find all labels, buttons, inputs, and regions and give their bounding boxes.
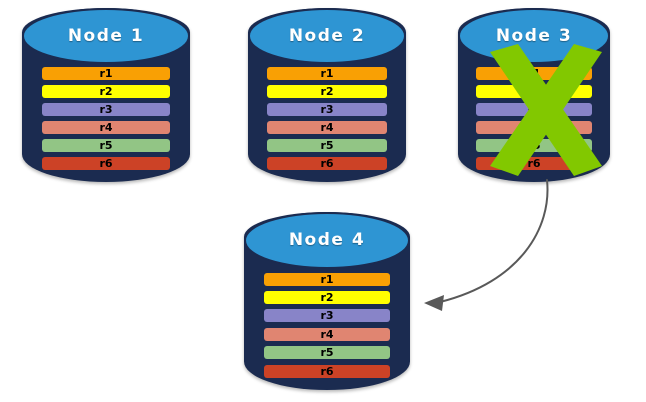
node-cylinder-1[interactable]: Node 1 r1 r2 r3 r4 r5 r6 bbox=[22, 8, 190, 182]
node-1-rows: r1 r2 r3 r4 r5 r6 bbox=[42, 67, 170, 170]
row-r5[interactable]: r5 bbox=[263, 346, 391, 360]
row-r4[interactable]: r4 bbox=[263, 327, 391, 341]
row-r5[interactable]: r5 bbox=[266, 138, 388, 152]
cylinder-top-ellipse bbox=[22, 8, 190, 64]
row-r6[interactable]: r6 bbox=[42, 156, 170, 170]
node-cylinder-3[interactable]: Node 3 r1 r2 r3 r4 r5 r6 bbox=[458, 8, 610, 182]
row-r3[interactable]: r3 bbox=[42, 103, 170, 116]
row-r6[interactable]: r6 bbox=[476, 156, 592, 170]
cylinder-top-ellipse bbox=[458, 8, 610, 64]
row-r6[interactable]: r6 bbox=[266, 156, 388, 170]
row-r1[interactable]: r1 bbox=[42, 67, 170, 81]
row-r4[interactable]: r4 bbox=[266, 120, 388, 134]
row-r1[interactable]: r1 bbox=[476, 67, 592, 81]
row-r2[interactable]: r2 bbox=[42, 85, 170, 99]
row-r4[interactable]: r4 bbox=[476, 120, 592, 134]
row-r4[interactable]: r4 bbox=[42, 120, 170, 134]
node-cylinder-2[interactable]: Node 2 r1 r2 r3 r4 r5 r6 bbox=[248, 8, 406, 182]
node-3-rows: r1 r2 r3 r4 r5 r6 bbox=[476, 67, 592, 170]
row-r2[interactable]: r2 bbox=[263, 290, 391, 304]
cylinder-top-ellipse bbox=[244, 212, 410, 269]
node-cylinder-4[interactable]: Node 4 r1 r2 r3 r4 r5 r6 bbox=[244, 212, 410, 390]
node-4-rows: r1 r2 r3 r4 r5 r6 bbox=[263, 272, 391, 378]
row-r6[interactable]: r6 bbox=[263, 364, 391, 378]
row-r2[interactable]: r2 bbox=[266, 85, 388, 99]
row-r3[interactable]: r3 bbox=[263, 309, 391, 323]
row-r3[interactable]: r3 bbox=[476, 103, 592, 116]
node-2-rows: r1 r2 r3 r4 r5 r6 bbox=[266, 67, 388, 170]
row-r5[interactable]: r5 bbox=[476, 138, 592, 152]
row-r3[interactable]: r3 bbox=[266, 103, 388, 116]
row-r1[interactable]: r1 bbox=[266, 67, 388, 81]
row-r1[interactable]: r1 bbox=[263, 272, 391, 286]
cylinder-top-ellipse bbox=[248, 8, 406, 64]
row-r5[interactable]: r5 bbox=[42, 138, 170, 152]
row-r2[interactable]: r2 bbox=[476, 85, 592, 99]
